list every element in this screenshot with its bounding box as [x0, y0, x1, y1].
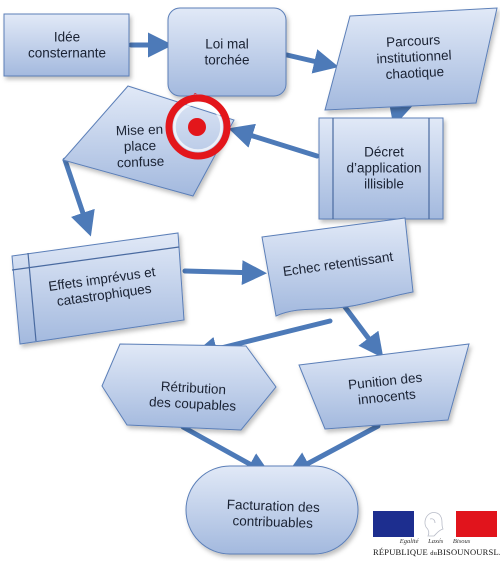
node-effets-box — [11, 232, 185, 345]
motto-1: Egalité — [399, 538, 419, 545]
loi-label-line: torchée — [204, 53, 249, 68]
marker-ring-inner — [173, 102, 223, 152]
node-retribution-box — [101, 343, 277, 431]
mise-label-line: confuse — [117, 154, 165, 171]
arrow-echec-to-punition — [342, 304, 384, 359]
node-mise-label: Mise enplaceconfuse — [116, 122, 165, 171]
flag-red — [456, 511, 497, 537]
marker-dot — [188, 118, 206, 136]
node-retribution-label: Rétributiondes coupables — [149, 378, 238, 414]
node-parcours-box — [324, 7, 498, 111]
node-idee-box — [3, 13, 130, 77]
node-decret-box — [318, 117, 444, 220]
arrow-punition-to-facturation — [286, 423, 381, 476]
motto: Egalité Laxés Bisous — [373, 538, 497, 545]
republic-small: du — [430, 550, 438, 557]
republic-name: RÉPUBLIQUE duBISOUNOURSLAND — [373, 547, 500, 557]
marker-ring — [165, 94, 231, 160]
idee-label-line: consternante — [28, 46, 106, 61]
idee-label-line: Idée — [54, 30, 80, 45]
parcours-label-line: institutionnel — [376, 48, 452, 67]
facturation-label-line: contribuables — [232, 513, 313, 531]
arrow-decret-to-mise — [228, 123, 320, 159]
node-punition-label: Punition desinnocents — [347, 370, 424, 409]
mise-label-line: Mise en — [116, 122, 164, 139]
loi-label-line: Loi mal — [205, 37, 249, 52]
motto-3: Bisous — [452, 538, 471, 545]
node-punition-box — [298, 343, 470, 430]
arrow-loi-to-parcours — [284, 49, 339, 74]
punition-label-line: innocents — [357, 386, 416, 407]
republic-seal: Egalité Laxés Bisous RÉPUBLIQUE duBISOUN… — [373, 511, 500, 559]
motto-2: Laxés — [428, 538, 444, 545]
node-mise-box — [62, 85, 235, 197]
retribution-label-line: Rétribution — [160, 379, 226, 397]
arrow-effets-to-echec — [182, 260, 267, 286]
decret-label-line: d’application — [346, 161, 421, 176]
arrows — [62, 32, 413, 477]
parcours-label-line: chaotique — [385, 64, 444, 82]
node-echec-box — [261, 217, 414, 317]
flag-blue — [373, 511, 414, 537]
node-loi-box — [167, 7, 287, 97]
arrow-retribution-to-facturation — [180, 424, 272, 477]
node-parcours-label: Parcoursinstitutionnelchaotique — [375, 32, 452, 83]
node-facturation-label: Facturation descontribuables — [226, 497, 320, 531]
republic-prefix: RÉPUBLIQUE — [373, 547, 428, 557]
arrow-mise-to-effets — [62, 157, 95, 237]
mise-label-line: place — [124, 138, 157, 154]
node-facturation-box — [185, 465, 359, 555]
parcours-label-line: Parcours — [386, 32, 441, 50]
shapes — [3, 7, 498, 555]
retribution-label-line: des coupables — [149, 394, 237, 414]
republic-country: BISOUNOURSLAND — [437, 547, 500, 557]
decret-label-line: illisible — [364, 177, 404, 192]
facturation-label-line: Facturation des — [227, 497, 321, 515]
decret-label-line: Décret — [364, 145, 404, 160]
marianne-icon — [424, 512, 444, 537]
